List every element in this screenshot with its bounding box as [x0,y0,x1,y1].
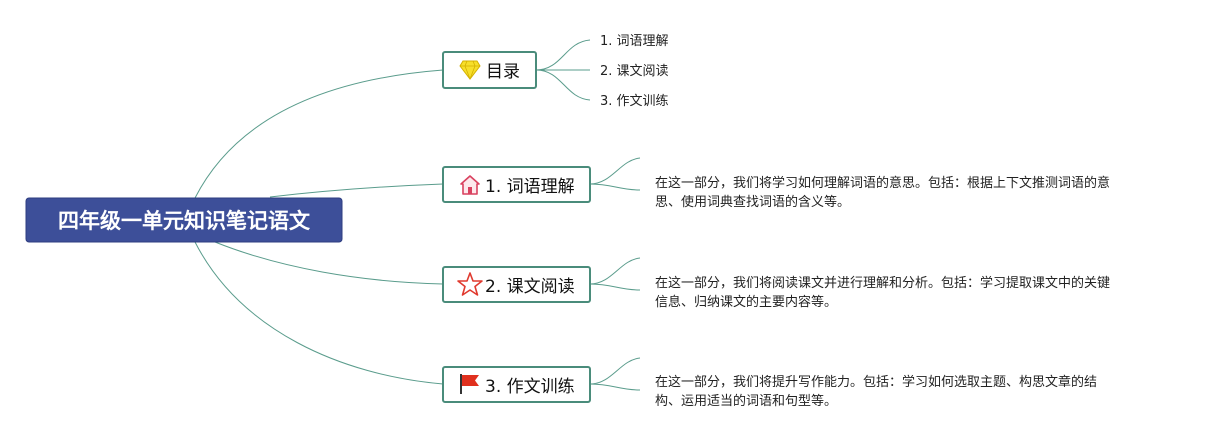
vocabulary-note-line-2: 思、使用词典查找词语的含义等。 [655,194,850,210]
flag-icon [460,374,479,394]
root-node[interactable]: 四年级一单元知识笔记语文 [25,197,343,243]
edge-root-to-vocab [269,183,444,198]
edge-writing-to-note-lower [589,383,641,391]
toc-leaf-2[interactable]: 2. 课文阅读 [600,64,669,79]
branch-node-toc[interactable]: 目录 [442,51,537,89]
branch-node-vocabulary-box [442,166,591,203]
branch-node-vocabulary-label: 1. 词语理解 [485,177,575,197]
branch-node-vocabulary[interactable]: 1. 词语理解 [442,166,591,203]
edge-toc-to-leaf-3 [535,69,591,101]
root-node-box [25,197,343,243]
edge-writing-to-note [589,357,641,385]
writing-note-line-1: 在这一部分，我们将提升写作能力。包括：学习如何选取主题、构思文章的结 [655,374,1097,390]
reading-note-line-2: 信息、归纳课文的主要内容等。 [655,294,837,310]
reading-note-line-1: 在这一部分，我们将阅读课文并进行理解和分析。包括：学习提取课文中的关键 [655,275,1110,291]
edge-root-to-toc [194,69,444,199]
diamond-icon [459,60,481,80]
branch-node-reading-label: 2. 课文阅读 [485,277,575,297]
home-icon [460,175,480,195]
branch-node-writing-label: 3. 作文训练 [485,377,575,397]
branch-node-reading[interactable]: 2. 课文阅读 [442,266,591,303]
edge-root-to-reading [214,241,444,285]
edge-vocab-to-note-lower [589,183,641,191]
edge-vocab-to-note [589,157,641,185]
branch-node-writing-box [442,366,591,403]
edge-toc-to-leaf-1 [535,39,591,71]
branch-node-reading-box [442,266,591,303]
toc-leaf-3[interactable]: 3. 作文训练 [600,94,669,109]
branch-node-writing[interactable]: 3. 作文训练 [442,366,591,403]
root-node-label: 四年级一单元知识笔记语文 [58,209,311,233]
edge-root-to-writing [194,241,444,385]
star-icon [457,272,483,296]
writing-note-line-2: 构、运用适当的词语和句型等。 [655,393,837,409]
branch-node-toc-label: 目录 [486,62,520,82]
edge-reading-to-note-lower [589,283,641,291]
toc-leaf-1[interactable]: 1. 词语理解 [600,34,669,49]
edge-reading-to-note [589,257,641,285]
vocabulary-note-line-1: 在这一部分，我们将学习如何理解词语的意思。包括：根据上下文推测词语的意 [655,175,1110,191]
